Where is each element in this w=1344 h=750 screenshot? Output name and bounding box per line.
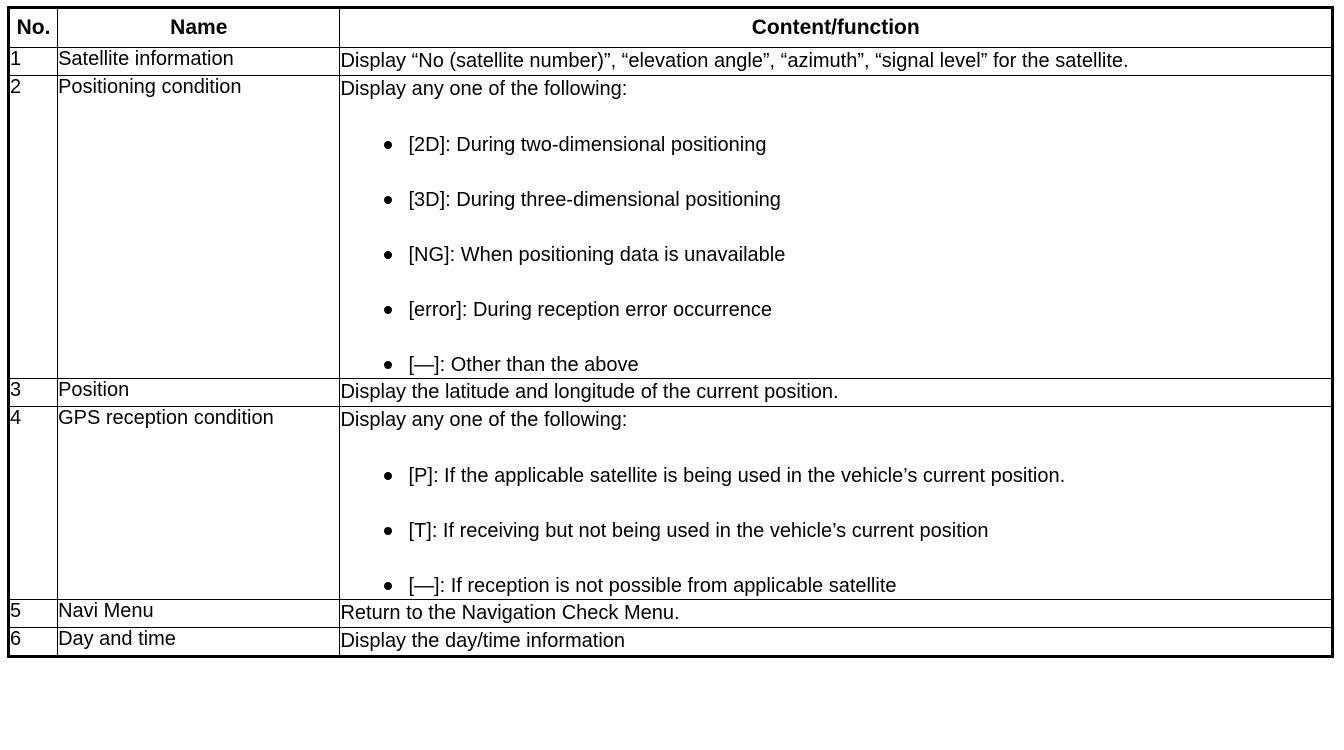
table-row: 4 GPS reception condition Display any on… bbox=[7, 406, 1333, 600]
table-row: 1 Satellite information Display “No (sat… bbox=[7, 47, 1333, 76]
table-row: 6 Day and time Display the day/time info… bbox=[7, 627, 1333, 657]
description-bullet-list: [2D]: During two-dimensional positioning… bbox=[340, 132, 1331, 378]
row-number-cell: 5 bbox=[7, 599, 59, 628]
row-description-cell: Display the latitude and longitude of th… bbox=[339, 378, 1333, 407]
table-header-row: No. Name Content/function bbox=[7, 7, 1333, 48]
row-name-cell: Navi Menu bbox=[57, 599, 341, 628]
row-description-cell: Display “No (satellite number)”, “elevat… bbox=[339, 47, 1333, 76]
description-text: Display the day/time information bbox=[340, 630, 626, 652]
list-item: [P]: If the applicable satellite is bein… bbox=[340, 463, 1331, 489]
row-name-cell: Satellite information bbox=[57, 47, 341, 76]
spec-table: No. Name Content/function 1 Satellite in… bbox=[7, 6, 1334, 658]
description-bullet-list: [P]: If the applicable satellite is bein… bbox=[340, 463, 1331, 599]
list-item: [2D]: During two-dimensional positioning bbox=[340, 132, 1331, 158]
list-item: [—]: If reception is not possible from a… bbox=[340, 573, 1331, 599]
description-lead: Display any one of the following: bbox=[340, 78, 628, 100]
row-number-cell: 2 bbox=[7, 75, 59, 379]
column-header-no: No. bbox=[7, 7, 59, 48]
description-text: Return to the Navigation Check Menu. bbox=[340, 602, 680, 624]
list-item: [T]: If receiving but not being used in … bbox=[340, 518, 1331, 544]
table-body: No. Name Content/function 1 Satellite in… bbox=[7, 7, 1333, 657]
list-item: [—]: Other than the above bbox=[340, 352, 1331, 378]
column-header-name: Name bbox=[57, 7, 341, 48]
list-item: [error]: During reception error occurren… bbox=[340, 297, 1331, 323]
description-text: Display “No (satellite number)”, “elevat… bbox=[340, 50, 1129, 72]
row-name-cell: Position bbox=[57, 378, 341, 407]
row-number-cell: 1 bbox=[7, 47, 59, 76]
row-description-cell: Return to the Navigation Check Menu. bbox=[339, 599, 1333, 628]
row-number-cell: 4 bbox=[7, 406, 59, 600]
row-name-cell: Positioning condition bbox=[57, 75, 341, 379]
table-row: 5 Navi Menu Return to the Navigation Che… bbox=[7, 599, 1333, 628]
row-number-cell: 3 bbox=[7, 378, 59, 407]
description-text: Display the latitude and longitude of th… bbox=[340, 381, 839, 403]
row-description-cell: Display any one of the following: [P]: I… bbox=[339, 406, 1333, 600]
description-lead: Display any one of the following: bbox=[340, 409, 628, 431]
row-number-cell: 6 bbox=[7, 627, 59, 657]
table-row: 3 Position Display the latitude and long… bbox=[7, 378, 1333, 407]
list-item: [NG]: When positioning data is unavailab… bbox=[340, 242, 1331, 268]
list-item: [3D]: During three-dimensional positioni… bbox=[340, 187, 1331, 213]
row-name-cell: Day and time bbox=[57, 627, 341, 657]
table-row: 2 Positioning condition Display any one … bbox=[7, 75, 1333, 379]
column-header-desc: Content/function bbox=[339, 7, 1333, 48]
row-description-cell: Display the day/time information bbox=[339, 627, 1333, 657]
row-name-cell: GPS reception condition bbox=[57, 406, 341, 600]
row-description-cell: Display any one of the following: [2D]: … bbox=[339, 75, 1333, 379]
